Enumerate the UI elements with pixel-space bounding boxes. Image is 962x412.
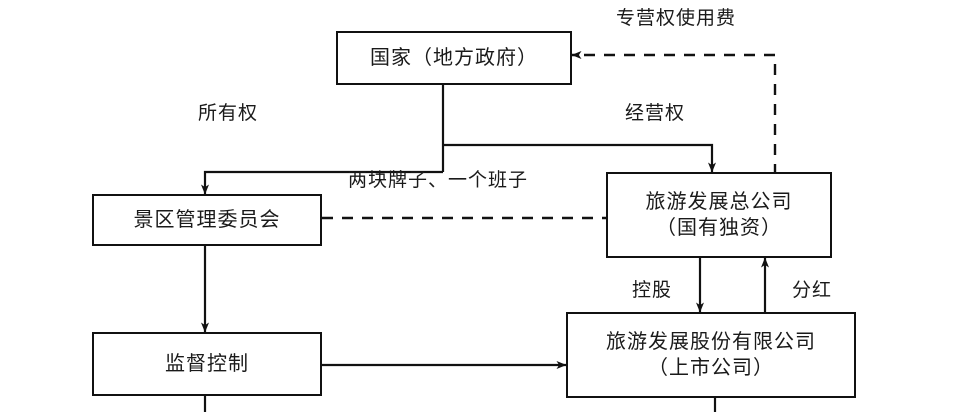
edge-label-ownership: 所有权 <box>198 102 259 124</box>
node-tourism-group-label-line2: （国有独资） <box>656 215 782 239</box>
node-state-label: 国家（地方政府） <box>370 45 538 70</box>
connector-ownership <box>201 170 443 195</box>
edge-label-holding: 控股 <box>632 279 673 301</box>
node-supervision[interactable]: 监督控制 <box>92 332 322 396</box>
edge-label-franchise-fee: 专营权使用费 <box>616 7 737 29</box>
edge-label-dividend: 分红 <box>792 279 833 301</box>
node-listed-company[interactable]: 旅游发展股份有限公司 （上市公司） <box>566 312 856 398</box>
node-tourism-group-label-line1: 旅游发展总公司 <box>645 189 793 214</box>
node-supervision-label: 监督控制 <box>165 351 249 376</box>
node-listed-company-label-line1: 旅游发展股份有限公司 <box>606 329 816 354</box>
edge-label-two-signs-one-team: 两块牌子、一个班子 <box>348 169 529 191</box>
node-tourism-group[interactable]: 旅游发展总公司 （国有独资） <box>606 172 832 258</box>
edge-label-operating-right: 经营权 <box>625 102 686 124</box>
connector-franchise-fee <box>571 51 777 175</box>
connector-operating-right <box>443 143 716 173</box>
node-management-committee[interactable]: 景区管理委员会 <box>92 194 322 246</box>
node-state[interactable]: 国家（地方政府） <box>336 31 572 85</box>
node-management-committee-label: 景区管理委员会 <box>133 207 281 232</box>
node-listed-company-label-line2: （上市公司） <box>648 355 774 379</box>
